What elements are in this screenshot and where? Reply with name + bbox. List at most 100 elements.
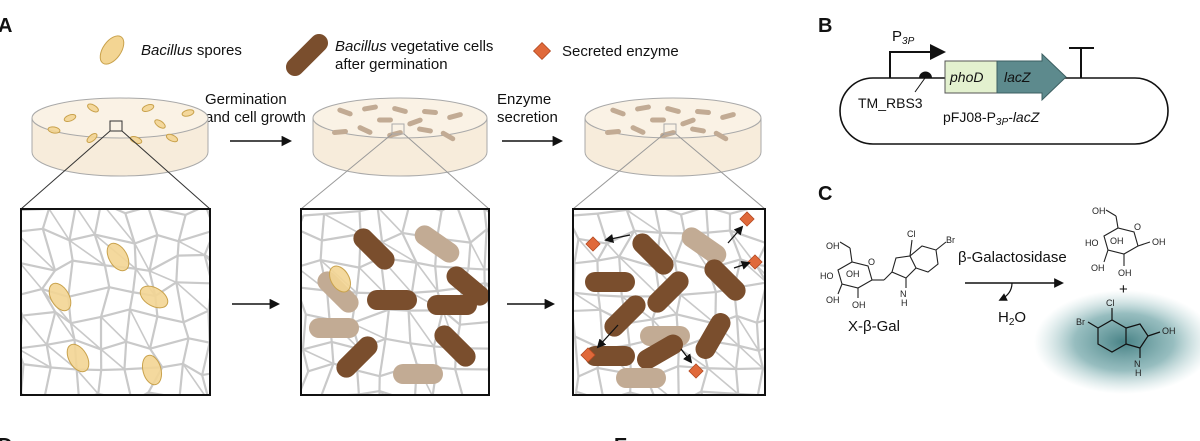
fiber-strand — [510, 368, 520, 402]
fiber-strand — [162, 362, 184, 369]
vegetative-cell — [605, 129, 621, 135]
vegetative-cell — [637, 334, 683, 370]
fiber-strand — [410, 262, 418, 294]
panel-label-e: E — [614, 435, 627, 441]
vegetative-cell — [647, 271, 689, 313]
fiber-strand — [674, 259, 709, 270]
fiber-strand — [68, 286, 110, 298]
fiber-strand — [43, 406, 47, 421]
fiber-strand — [97, 369, 103, 394]
fiber-strand — [378, 338, 387, 377]
fiber-strand — [45, 344, 52, 368]
panel-label-d: D — [0, 435, 12, 441]
fiber-strand — [307, 362, 334, 373]
vegetative-cell — [680, 117, 696, 127]
galactose-oh-label: OH — [1152, 237, 1166, 247]
fiber-strand — [787, 395, 792, 429]
fiber-strand — [178, 230, 210, 243]
fiber-strand — [67, 260, 74, 297]
zoom-region-marker — [663, 123, 677, 135]
fiber-strand — [203, 254, 210, 281]
vegetative-cell — [407, 117, 423, 127]
vegetative-cell — [362, 104, 378, 112]
indigo-product-glow — [1034, 290, 1200, 394]
step-germination-label: Germination — [205, 91, 287, 108]
fiber-strand — [625, 209, 636, 232]
spore — [181, 109, 195, 117]
vegetative-cell — [377, 117, 393, 123]
xgal-cl-label: Cl — [907, 229, 916, 239]
vegetative-cell — [630, 125, 646, 135]
fiber-strand — [296, 267, 297, 287]
legend-vegetative-label: Bacillus vegetative cells — [335, 38, 493, 55]
fiber-strand — [577, 366, 598, 378]
fiber-strand — [135, 267, 150, 272]
fiber-strand — [486, 228, 489, 231]
fiber-strand — [618, 230, 636, 258]
fiber-strand — [123, 369, 132, 395]
water-label: H2O — [998, 309, 1026, 328]
fiber-strand — [208, 309, 210, 313]
fiber-strand — [176, 423, 207, 432]
fiber-strand — [407, 310, 412, 344]
fiber-strand — [182, 363, 206, 395]
fiber-strand — [54, 259, 74, 272]
fiber-strand — [454, 368, 464, 395]
fiber-strand — [415, 396, 433, 402]
fiber-strand — [125, 309, 131, 342]
fiber-strand — [655, 399, 656, 432]
fiber-strand — [376, 209, 384, 243]
fiber-strand — [302, 348, 334, 365]
plus-sign: + — [1119, 281, 1128, 298]
indoxyl-cl-label: Cl — [1106, 298, 1115, 308]
xgal-oh-label: OH — [826, 241, 840, 251]
fiber-strand — [207, 402, 209, 432]
fiber-strand — [330, 341, 335, 364]
fiber-strand — [183, 309, 209, 324]
fiber-strand — [575, 390, 590, 395]
enzyme — [688, 363, 704, 379]
fiber-strand — [149, 348, 164, 368]
zoom-region-marker — [109, 120, 123, 132]
fiber-strand — [707, 229, 730, 234]
dish-1 — [31, 97, 209, 177]
fiber-strand — [300, 418, 334, 426]
fiber-strand — [594, 401, 604, 427]
fiber-strand — [782, 292, 792, 313]
fiber-strand — [768, 203, 789, 207]
spore — [329, 265, 351, 293]
fiber-strand — [729, 209, 753, 215]
fiber-strand — [381, 231, 403, 244]
xgal-oh-label: OH — [846, 269, 860, 279]
fiber-strand — [23, 363, 51, 369]
secretion-direction-arrow — [596, 324, 619, 349]
fiber-strand — [176, 398, 179, 423]
x-gal-structure — [837, 239, 947, 298]
fiber-strand — [793, 338, 810, 340]
galactose-ho-label: HO — [1085, 238, 1099, 248]
fiber-strand — [320, 258, 360, 269]
fiber-strand — [177, 214, 187, 242]
fiber-strand — [147, 391, 152, 395]
phod-label: phoD — [949, 69, 983, 85]
fiber-strand — [182, 321, 190, 339]
fiber-strand — [757, 394, 759, 395]
enzyme — [739, 211, 755, 227]
fiber-strand — [204, 254, 210, 263]
fiber-strand — [69, 419, 106, 420]
fiber-strand — [790, 208, 820, 233]
fiber-strand — [128, 292, 135, 310]
vegetative-cell — [704, 259, 746, 301]
fiber-strand — [201, 372, 210, 377]
fiber-strand — [575, 376, 580, 392]
fiber-strand — [236, 369, 238, 404]
fiber-strand — [515, 231, 517, 269]
fiber-strand — [618, 391, 631, 395]
vegetative-cell — [585, 272, 635, 292]
fiber-strand — [756, 368, 765, 395]
fiber-strand — [209, 402, 237, 405]
fiber-strand — [415, 402, 440, 421]
fiber-strand — [492, 322, 493, 349]
fiber-strand — [465, 405, 466, 423]
fiber-strand — [652, 313, 677, 321]
